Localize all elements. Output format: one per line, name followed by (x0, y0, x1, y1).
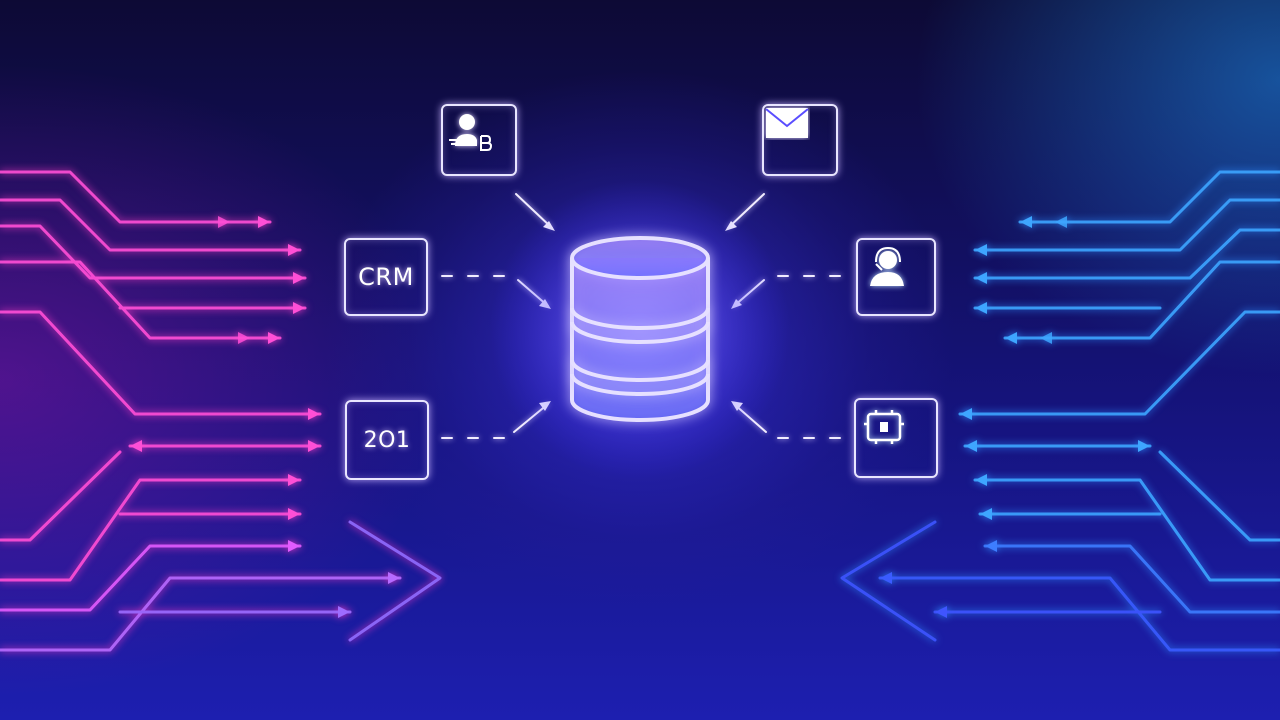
stat-label: 2О1 (363, 427, 411, 453)
tile-device (854, 398, 938, 478)
user-profile-icon (449, 114, 493, 151)
support-agent-icon (870, 246, 904, 286)
tile-envelope (762, 104, 838, 176)
crm-label: CRM (358, 263, 414, 291)
tile-crm: CRM (344, 238, 428, 316)
tile-support-agent (856, 238, 936, 316)
envelope-icon (765, 108, 809, 138)
tile-stat: 2О1 (345, 400, 429, 480)
tile-user-profile (441, 104, 517, 176)
device-icon (864, 410, 904, 444)
